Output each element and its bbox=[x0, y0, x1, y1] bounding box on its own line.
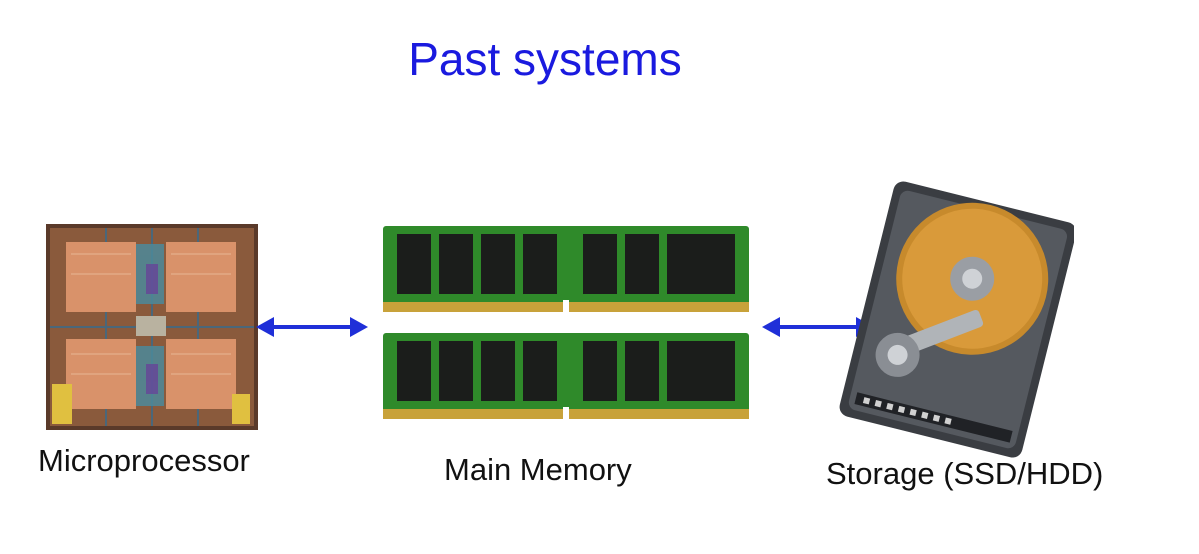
microprocessor-image bbox=[46, 224, 258, 430]
main-memory-label: Main Memory bbox=[444, 452, 632, 487]
microprocessor-label: Microprocessor bbox=[38, 443, 250, 478]
ram-module-top bbox=[383, 226, 749, 314]
hard-drive-image bbox=[839, 181, 1074, 458]
cpu-memory-arrow bbox=[256, 317, 368, 337]
ram-module-bottom bbox=[383, 333, 749, 421]
storage-label: Storage (SSD/HDD) bbox=[826, 456, 1104, 491]
slide-title: Past systems bbox=[408, 33, 682, 85]
